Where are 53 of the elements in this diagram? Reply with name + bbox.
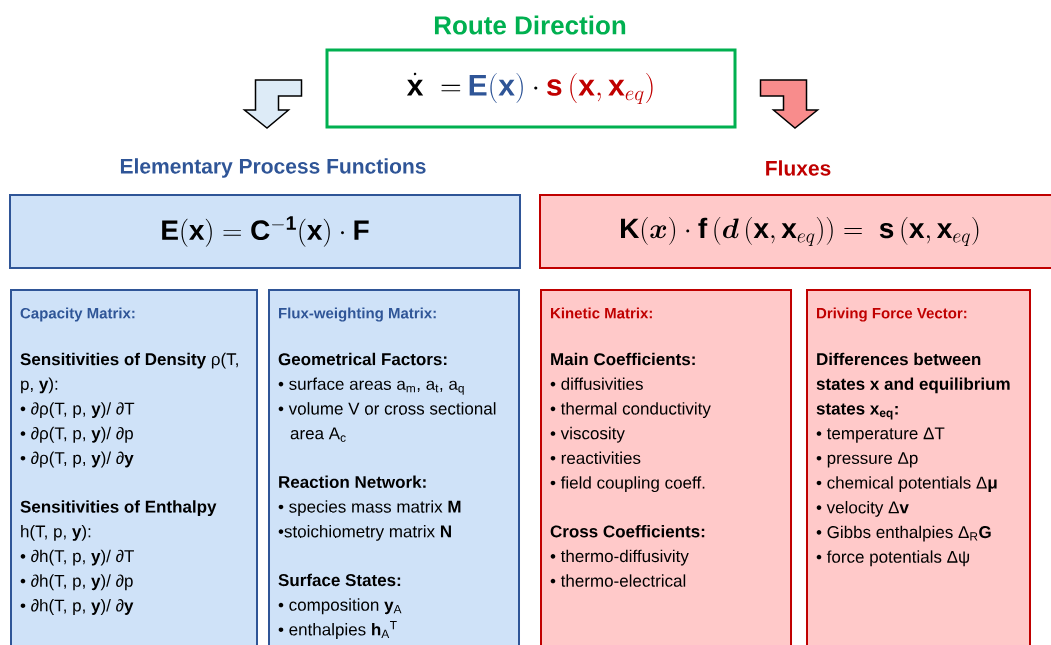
bullet-item: • surface areas a$_{m}$, a$_{t}$, a$_{q}$ bbox=[278, 377, 464, 395]
heading: Elementary Process Functions bbox=[120, 158, 426, 178]
bullet-item: • force potentials Δψ bbox=[816, 550, 969, 567]
node-label: $\mathbf{s}\left(\mathbf{x},\mathbf{x}_{eq}\right)$ bbox=[546, 73, 653, 105]
bullet-item: • enthalpies h$_{A}$T bbox=[278, 621, 397, 639]
bullet-item: • ∂h(T, p, y)/ ∂p bbox=[20, 574, 133, 591]
bullet-item: • pressure Δp bbox=[816, 452, 918, 468]
subheading: Sensitivities of Density ρ(T, p, y): bbox=[20, 352, 238, 394]
bullet-item: • viscosity bbox=[550, 426, 625, 443]
panel-heading: Kinetic Matrix: bbox=[551, 307, 652, 319]
bullet-item: • thermal conductivity bbox=[550, 402, 711, 418]
info-panel bbox=[268, 289, 520, 645]
subheading: Geometrical Factors: bbox=[278, 352, 447, 366]
heading: Fluxes bbox=[766, 160, 831, 176]
panel-heading: Driving Force Vector: bbox=[817, 307, 967, 322]
panel-heading: Capacity Matrix: bbox=[20, 307, 135, 322]
bullet-item: • field coupling coeff. bbox=[550, 476, 705, 493]
bullet-item: • diffusivities bbox=[550, 377, 643, 390]
node-label: $\mathbf{E}(\mathbf{x})$ bbox=[469, 73, 523, 104]
bullet-item: • species mass matrix M bbox=[278, 500, 461, 517]
bullet-item: • reactivities bbox=[550, 451, 641, 465]
info-panel bbox=[10, 289, 258, 645]
bullet-item: • chemical potentials Δμ bbox=[816, 476, 997, 493]
subheading: Surface States: bbox=[278, 573, 401, 587]
subheading: Reaction Network: bbox=[279, 475, 426, 489]
bullet-item: • ∂h(T, p, y)/ ∂y bbox=[20, 599, 134, 615]
bullet-item: • thermo-diffusivity bbox=[550, 549, 689, 566]
bullet-item: •stoichiometry matrix N bbox=[278, 524, 451, 541]
bullet-item: • volume V or cross sectional area A$_{c}$ bbox=[278, 402, 496, 442]
node-label: $\dot{\mathbf{x}}\;=$ bbox=[406, 72, 461, 96]
info-panel bbox=[540, 289, 792, 645]
bullet-item: • ∂ρ(T, p, y)/ ∂p bbox=[20, 426, 133, 443]
bullet-item: • composition y$_{A}$ bbox=[278, 598, 402, 615]
bullet-item: • ∂h(T, p, y)/ ∂T bbox=[20, 549, 134, 566]
info-panel bbox=[806, 289, 1031, 645]
block-arrow bbox=[242, 79, 303, 129]
bullet-item: • ∂ρ(T, p, y)/ ∂T bbox=[20, 402, 135, 418]
block-arrow bbox=[759, 79, 820, 129]
bullet-item: • Gibbs enthalpies Δ$_{R}$G bbox=[816, 525, 991, 542]
bullet-item: • ∂ρ(T, p, y)/ ∂y bbox=[20, 451, 134, 468]
node-label: $\cdot$ bbox=[534, 86, 538, 90]
formula-box: $\dot{\mathbf{x}}\;=$ $\mathbf{E}(\mathbf{x})$ $\cdot$ $\mathbf{s}\left(\mathbf{x},\mathbf{x}_{eq}\right)$ bbox=[325, 48, 737, 129]
subheading: Main Coefficients: bbox=[551, 352, 695, 366]
bullet-item: • velocity Δv bbox=[816, 500, 909, 517]
bullet-item: • temperature ΔT bbox=[816, 427, 945, 443]
formula-box: $\mathbf{K}(\boldsymbol{x})\cdot\mathbf{f}\left(\boldsymbol{d}\left(\mathbf{x},\mathbf{x}_{eq}\right)\right)=\;\mathbf{s}\left(\mathbf{x},\mathbf{x}_{eq}\right)$ bbox=[539, 194, 1051, 269]
subheading: Sensitivities of Enthalpy h(T, p, y): bbox=[20, 500, 217, 541]
subheading: Cross Coefficients: bbox=[550, 524, 705, 538]
subheading: Differences between states x and equilibrium states x$_{eq}$: bbox=[816, 352, 1010, 420]
heading: Route Direction bbox=[434, 15, 626, 35]
bullet-item: • thermo-electrical bbox=[550, 574, 686, 587]
formula-box: $\mathbf{E}(\mathbf{x})=\mathbf{C}^{\mathbf{-1}}(\mathbf{x})\cdot\mathbf{F}$ bbox=[9, 194, 521, 269]
panel-heading: Flux-weighting Matrix: bbox=[279, 307, 436, 322]
